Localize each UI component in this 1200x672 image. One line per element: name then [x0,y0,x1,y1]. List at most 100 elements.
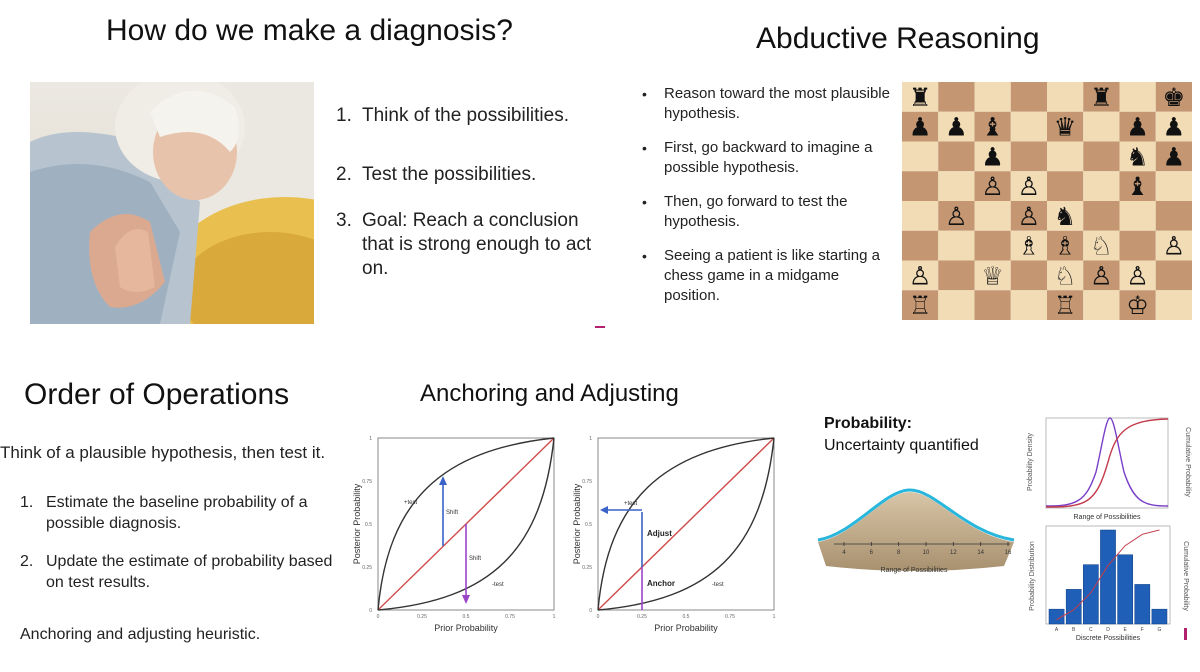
chess-square [1155,290,1192,320]
chess-square [938,82,975,112]
positive-test-curve [377,437,555,611]
shift-down-arrowhead [462,595,470,604]
pile-tick-label: 10 [923,550,930,556]
pile-tick-label: 14 [977,550,984,556]
chess-square [1119,111,1156,142]
shift-up-arrowhead [439,476,447,485]
sand-pile [818,492,1014,571]
pile-tick-label: 16 [1005,550,1012,556]
y-axis-label-left: Probability Density [1027,433,1034,491]
posterior-arrowhead [600,506,608,514]
elderly-woman-photo [30,82,314,324]
chess-square [1010,82,1047,112]
chess-square [938,171,975,201]
chess-square [902,290,939,320]
chess-square [1155,171,1192,201]
black-chess-piece-icon: ♛ [1054,114,1077,142]
negative-test-curve [377,437,555,611]
chess-square [1119,141,1156,172]
x-tick: 1 [553,614,556,620]
black-chess-piece-icon: ♟ [945,114,968,142]
q2-bullet-list: •Reason toward the most plausible hypoth… [642,84,894,306]
histogram-bar-group [1048,529,1168,625]
chess-square [1083,82,1120,112]
histogram-category-label: F [1141,627,1144,633]
cumulative-curve [1045,418,1169,508]
y-tick: 0.75 [582,479,592,485]
q3-intro: Think of a plausible hypothesis, then te… [0,443,326,462]
white-chess-piece-icon: ♙ [1018,203,1041,231]
chess-square [1010,260,1047,291]
chess-square [1155,82,1192,112]
y-axis-label-right: Cumulative Probability [1184,427,1191,497]
y-tick: 0 [589,608,592,614]
chess-square [1119,82,1156,112]
black-chess-piece-icon: ♞ [1054,203,1077,231]
chess-square [902,260,939,291]
anchoring-chart-adjust: +test -test Adjust Anchor 0 0.25 0.5 0.7… [572,436,776,633]
histogram-bar [1083,564,1099,625]
pile-tick-label: 12 [950,550,957,556]
histogram-category-label: G [1157,627,1161,633]
q3-title: Order of Operations [24,378,290,411]
chess-square [974,111,1011,142]
histogram-category-label: D [1106,627,1110,633]
pos-test-label: +test [624,501,638,507]
chess-square [938,290,975,320]
anchor-label: Anchor [647,579,675,588]
y-axis-label-right: Cumulative Probability [1182,541,1189,611]
q1-step-list: 1.Think of the possibilities. 2.Test the… [336,104,602,281]
shift-down-label: Shift [469,556,481,562]
y-tick: 0.5 [585,522,592,528]
y-tick: 0.25 [582,565,592,571]
chess-square [1010,141,1047,172]
chess-square [974,171,1011,201]
x-tick: 0 [377,614,380,620]
white-chess-piece-icon: ♖ [909,292,932,320]
white-chess-piece-icon: ♕ [981,262,1004,290]
chess-square [1083,201,1120,231]
histogram-category-label: C [1089,627,1093,633]
chess-square [938,141,975,172]
chess-square [1010,290,1047,320]
x-tick: 0.5 [683,614,690,620]
chess-square [1119,230,1156,261]
white-chess-piece-icon: ♗ [1054,233,1077,261]
chess-square [974,201,1011,231]
q2-title: Abductive Reasoning [756,22,1040,55]
chess-square [938,111,975,142]
q3-step: 2.Update the estimate of probability bas… [20,553,333,591]
black-chess-piece-icon: ♚ [1163,84,1186,112]
chess-square [1010,201,1047,231]
q3-footer: Anchoring and adjusting heuristic. [20,626,261,643]
black-chess-piece-icon: ♟ [1163,114,1186,142]
accent-mark [1184,628,1187,640]
chess-square [902,201,939,231]
negative-test-curve [597,437,775,611]
shift-up-label: Shift [446,510,458,516]
black-chess-piece-icon: ♝ [981,114,1004,142]
density-curve [1045,417,1169,507]
histogram-bar [1100,529,1116,625]
chess-square [974,260,1011,291]
black-chess-piece-icon: ♝ [1126,173,1149,201]
chess-square [974,141,1011,172]
x-axis-label: Range of Possibilities [1074,514,1141,521]
black-chess-piece-icon: ♜ [1090,84,1113,112]
white-chess-piece-icon: ♙ [1126,262,1149,290]
histogram-category-label: B [1072,627,1076,633]
black-chess-piece-icon: ♞ [1126,143,1149,171]
chess-square [938,201,975,231]
chess-square [1155,141,1192,172]
adjust-label: Adjust [647,529,672,538]
chess-square [1119,290,1156,320]
q2-bullet: •Seeing a patient is like starting a che… [642,247,880,304]
white-chess-piece-icon: ♔ [1126,292,1149,320]
x-tick: 0.5 [463,614,470,620]
chess-square [1083,230,1120,261]
x-tick: 0.25 [417,614,427,620]
white-chess-piece-icon: ♗ [1018,233,1041,261]
chess-square [1155,230,1192,261]
